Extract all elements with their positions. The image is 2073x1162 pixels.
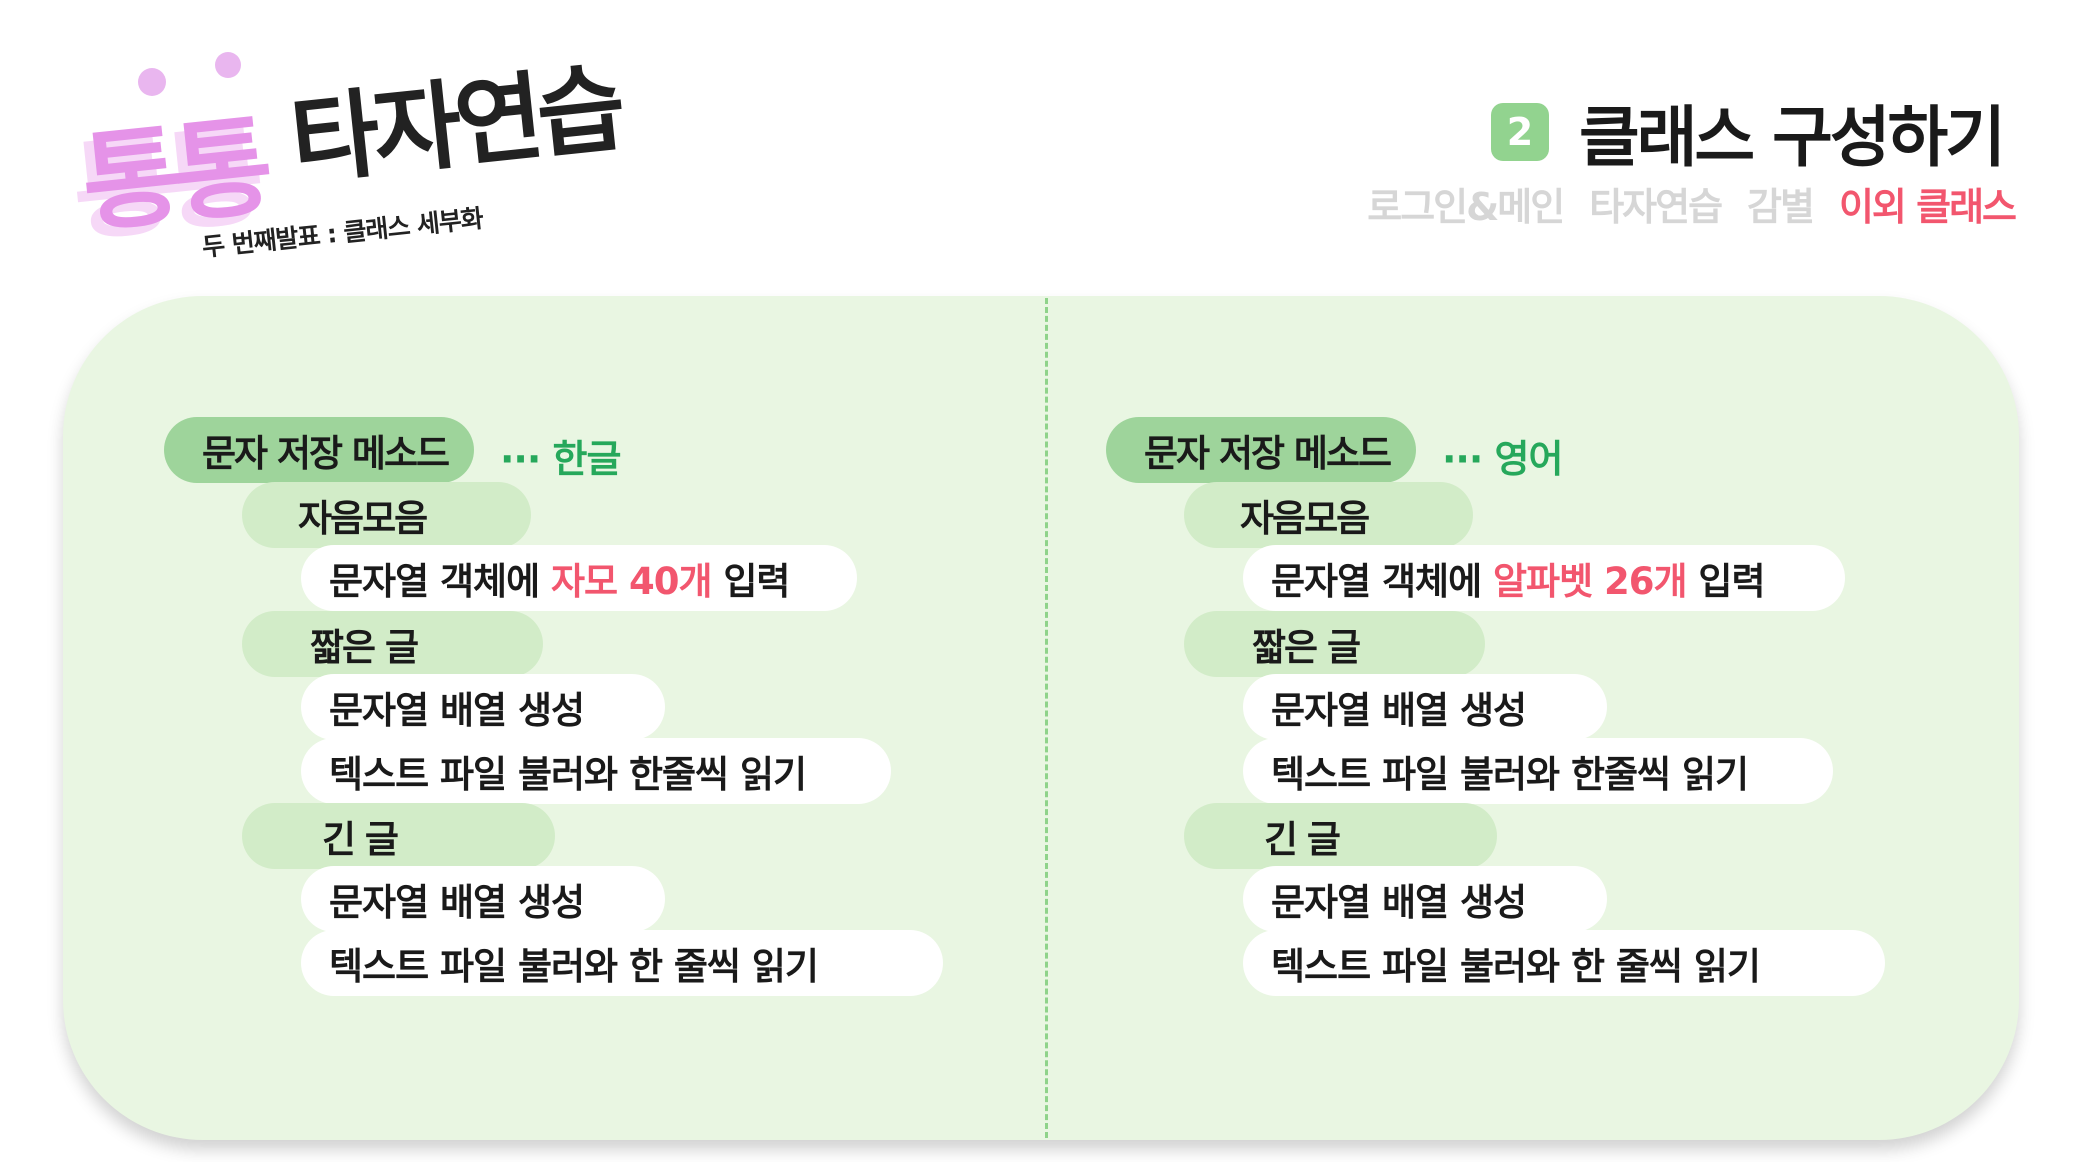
list-item: 문자열 배열 생성 <box>1243 674 1607 740</box>
method-header: 문자 저장 메소드 <box>164 417 474 483</box>
item-text: 문자열 객체에 <box>329 560 552 603</box>
nav-item-other-classes[interactable]: 이외 클래스 <box>1838 185 2017 229</box>
method-header: 문자 저장 메소드 <box>1106 417 1416 483</box>
nav-item-judge[interactable]: 감별 <box>1747 185 1815 229</box>
group-label-jamo: 자음모음 <box>1184 482 1473 548</box>
logo-dot <box>138 68 166 96</box>
logo-title: 타자연습 <box>285 52 625 199</box>
language-tag: ··· 한글 <box>500 437 621 481</box>
list-item: 문자열 배열 생성 <box>301 674 665 740</box>
group-label-short-text: 짧은 글 <box>1184 611 1485 677</box>
section-nav: 로그인&메인 타자연습 감별 이외 클래스 <box>1367 176 2017 231</box>
column-divider <box>1045 298 1048 1138</box>
section-number-badge: 2 <box>1490 103 1549 161</box>
nav-item-login-main[interactable]: 로그인&메인 <box>1367 185 1565 229</box>
logo-dot <box>215 52 241 78</box>
language-tag: ··· 영어 <box>1442 437 1563 481</box>
group-label-short-text: 짧은 글 <box>242 611 543 677</box>
list-item: 텍스트 파일 불러와 한 줄씩 읽기 <box>1243 930 1885 996</box>
list-item: 문자열 객체에 자모 40개 입력 <box>301 545 857 611</box>
item-text: 입력 <box>1686 560 1765 603</box>
item-accent-text: 자모 40개 <box>551 560 712 603</box>
logo: 통통 타자연습 두 번째발표 : 클래스 세부화 <box>76 40 640 280</box>
list-item: 텍스트 파일 불러와 한줄씩 읽기 <box>301 738 891 804</box>
list-item: 텍스트 파일 불러와 한줄씩 읽기 <box>1243 738 1833 804</box>
list-item: 문자열 배열 생성 <box>301 866 665 932</box>
list-item: 문자열 객체에 알파벳 26개 입력 <box>1243 545 1845 611</box>
list-item: 문자열 배열 생성 <box>1243 866 1607 932</box>
section-title: 클래스 구성하기 <box>1578 99 2006 176</box>
item-accent-text: 알파벳 26개 <box>1493 560 1688 603</box>
group-label-jamo: 자음모음 <box>242 482 531 548</box>
section-header: 2 클래스 구성하기 <box>1490 84 2006 180</box>
group-label-long-text: 긴 글 <box>242 803 555 869</box>
list-item: 텍스트 파일 불러와 한 줄씩 읽기 <box>301 930 943 996</box>
nav-item-typing[interactable]: 타자연습 <box>1589 185 1723 229</box>
group-label-long-text: 긴 글 <box>1184 803 1497 869</box>
item-text: 입력 <box>711 560 790 603</box>
item-text: 문자열 객체에 <box>1271 560 1494 603</box>
